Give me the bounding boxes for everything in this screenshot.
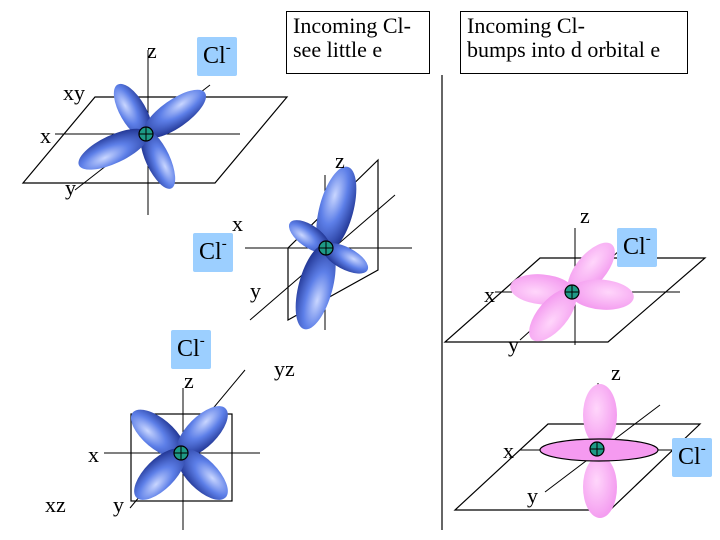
callout-line: Incoming Cl- [467,13,585,38]
x-axis-label: x [88,442,99,467]
y-axis-label: y [508,332,519,357]
orbital-lobe [569,279,634,310]
y-axis-label: y [527,483,538,508]
z-axis-label: z [147,38,157,63]
ion-symbol: Cl [177,336,200,362]
nucleus [318,240,334,256]
y-axis-label: y [113,492,124,517]
xy-plane [21,96,289,184]
ion-symbol: Cl [678,444,701,470]
x-axis-label: x [503,438,514,463]
chloride-ion: Cl- [193,233,233,272]
callout-line: see little e [293,37,383,62]
ion-symbol: Cl [203,43,226,69]
orbital-lobe [583,456,617,518]
orbital-lobe [143,89,207,139]
xz-plane [130,413,233,502]
orbital-lobe [113,83,153,140]
orbital-lobe [176,448,228,500]
dyz-orbital-panel [245,158,412,330]
ion-charge: - [221,236,227,252]
nucleus [564,284,580,300]
callout-bumps-into-orbital: Incoming Cl- bumps into d orbital e [460,11,688,74]
nucleus [173,445,189,461]
orbital-lobe [583,384,617,446]
x-axis-label: x [484,282,495,307]
orbital-lobe [529,288,577,342]
callout-line: Incoming Cl- [293,13,411,38]
z-axis-label: z [184,368,194,393]
chloride-ion: Cl- [672,438,712,477]
orbital-lobe [140,129,176,189]
z-axis-label: z [611,360,621,385]
dz2-orbital-panel [453,383,702,518]
plane-label-xy: xy [63,80,85,105]
ion-symbol: Cl [623,234,646,260]
y-axis-label: y [65,175,76,200]
dxy-orbital-panel [21,50,289,215]
ion-charge: - [700,441,706,457]
orbital-lobe [295,243,336,330]
orbital-lobe [134,448,186,500]
orbital-lobe [322,243,369,274]
plane-label-yz: yz [274,356,295,381]
plane-label-xz: xz [45,492,66,517]
chloride-ion: Cl- [197,37,237,76]
ion-charge: - [225,40,231,56]
orbital-lobe [130,409,186,458]
dx2-y2-orbital-panel [443,228,707,345]
ion-symbol: Cl [199,239,222,265]
orbital-lobe [78,128,149,170]
chloride-ion: Cl- [617,228,657,267]
z-axis-label: z [335,148,345,173]
orbital-lobe [316,166,357,253]
orbital-lobe [567,242,615,296]
z-axis-label: z [580,203,590,228]
callout-see-little-e: Incoming Cl- see little e [286,11,430,74]
chloride-ion: Cl- [171,330,211,369]
dxz-orbital-panel [104,369,260,530]
ion-charge: - [645,231,651,247]
y-axis-label: y [250,278,261,303]
x-axis-label: x [232,211,243,236]
ion-charge: - [199,333,205,349]
x-axis-label: x [40,123,51,148]
orbital-lobe [176,406,228,458]
nucleus [138,126,154,142]
nucleus [589,441,605,457]
callout-line: bumps into d orbital e [467,37,661,62]
